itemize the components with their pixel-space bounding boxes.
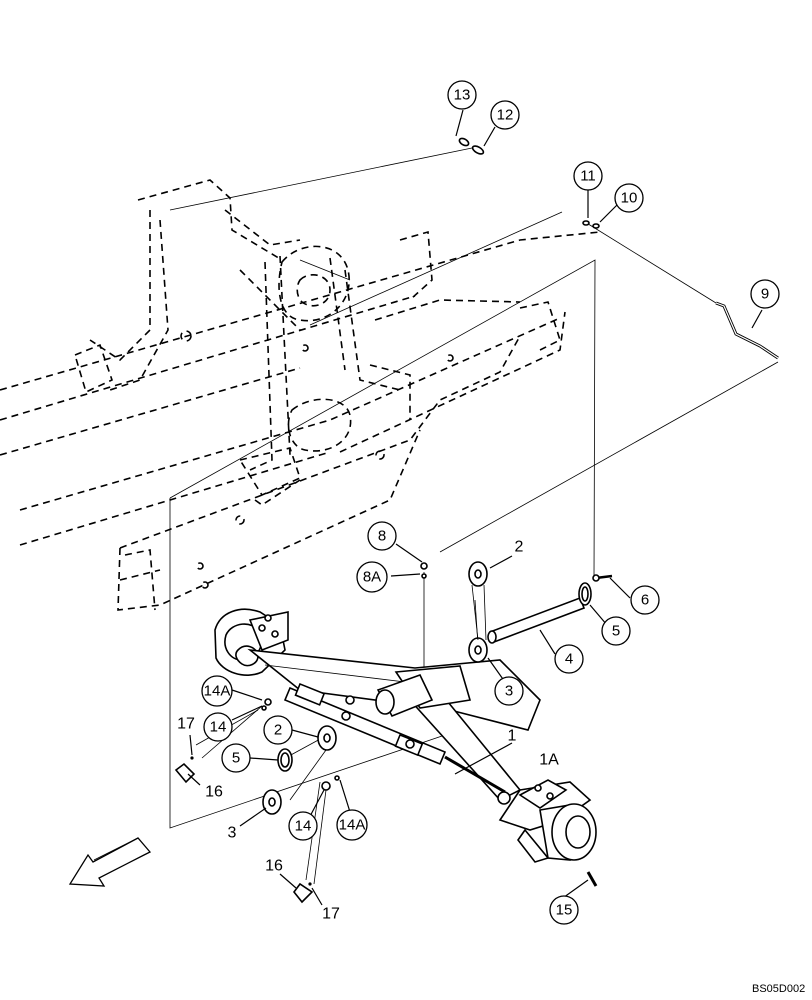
label-16-upper: 16 (205, 784, 223, 801)
callout-9-text: 9 (761, 286, 769, 303)
callout-6-text: 6 (641, 592, 649, 609)
callout-6: 6 (630, 585, 660, 615)
label-2-right: 2 (515, 539, 524, 556)
callout-13-text: 13 (454, 87, 471, 104)
label-3-left: 3 (228, 825, 237, 842)
callout-14-top-text: 14 (210, 719, 227, 736)
callout-5-left: 5 (221, 743, 251, 773)
front-axle-assembly (174, 562, 613, 904)
callout-14a-bottom-text: 14A (339, 817, 366, 834)
callout-2-left-text: 2 (274, 722, 282, 739)
callout-8-text: 8 (378, 528, 386, 545)
callout-13: 13 (447, 80, 477, 110)
label-17-upper: 17 (177, 716, 195, 733)
callout-14-top: 14 (203, 712, 233, 742)
left-down-arrow-icon (68, 837, 152, 887)
callout-9: 9 (750, 279, 780, 309)
chassis-frame (0, 179, 601, 611)
callout-12-text: 12 (497, 107, 514, 124)
figure-reference: BS05D002 (752, 983, 805, 995)
callout-15: 15 (549, 895, 579, 925)
callout-4: 4 (554, 644, 584, 674)
callout-3-right: 3 (494, 676, 524, 706)
grease-line-assembly (169, 137, 779, 360)
callout-10-text: 10 (621, 190, 638, 207)
label-1a: 1A (539, 752, 559, 769)
label-1: 1 (508, 728, 517, 745)
callout-5-right-text: 5 (612, 623, 620, 640)
label-17-lower: 17 (322, 906, 340, 923)
callout-8: 8 (367, 521, 397, 551)
callout-3-right-text: 3 (505, 683, 513, 700)
pivot-pin-and-washers (262, 561, 592, 815)
callout-5-left-text: 5 (232, 750, 240, 767)
callout-12: 12 (490, 100, 520, 130)
callout-14a-bottom: 14A (336, 809, 368, 841)
callout-2-left: 2 (263, 715, 293, 745)
callout-8a-text: 8A (363, 569, 381, 586)
callout-8a: 8A (356, 561, 388, 593)
callout-14a-top: 14A (201, 675, 233, 707)
callout-11: 11 (573, 161, 603, 191)
callout-10: 10 (614, 183, 644, 213)
callout-5-right: 5 (601, 616, 631, 646)
callout-14-bottom-text: 14 (295, 818, 312, 835)
callout-15-text: 15 (556, 902, 573, 919)
leader-lines (187, 109, 763, 906)
callout-4-text: 4 (565, 651, 573, 668)
callout-14-bottom: 14 (288, 811, 318, 841)
callout-11-text: 11 (580, 168, 596, 185)
label-16-lower: 16 (265, 858, 283, 875)
callout-14a-top-text: 14A (204, 683, 231, 700)
